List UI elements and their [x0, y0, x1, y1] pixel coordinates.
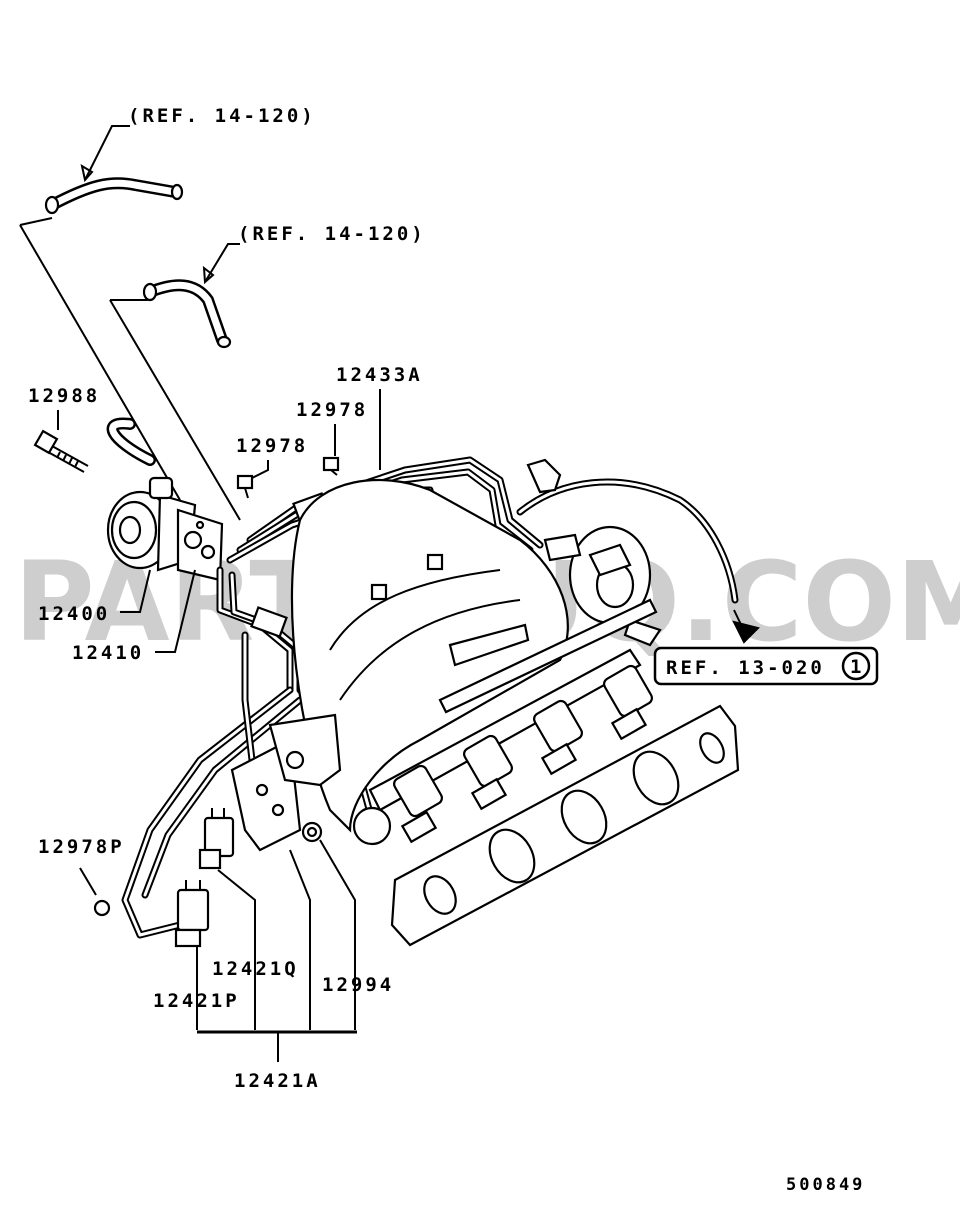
egr-gasket-12410 — [176, 508, 224, 582]
diagram-id: 500849 — [786, 1175, 865, 1195]
ref-label-13-020: REF. 13-020 — [666, 657, 825, 679]
label-12978-right[interactable]: 12978 — [296, 399, 368, 421]
intake-manifold-gasket-flange — [390, 704, 740, 947]
label-12978P[interactable]: 12978P — [38, 836, 125, 858]
screw-12978P — [79, 867, 111, 917]
nut-12994 — [301, 821, 323, 843]
ref-leader-top — [84, 125, 130, 181]
ref-leader-middle — [204, 243, 240, 283]
label-12994[interactable]: 12994 — [322, 974, 394, 996]
solenoid-12421P — [174, 880, 210, 948]
ref-label-14-120-top[interactable]: (REF. 14-120) — [128, 105, 316, 127]
vacuum-hose-to-ref-13-020 — [516, 458, 760, 644]
screw-12978-right — [322, 456, 340, 476]
leader-12994 — [319, 839, 356, 1030]
bolt-12988 — [33, 429, 89, 473]
fuel-rail-and-injectors — [352, 598, 658, 846]
throttle-body — [543, 525, 662, 647]
egr-valve-12400 — [106, 417, 197, 572]
label-12421P[interactable]: 12421P — [153, 990, 240, 1012]
screw-12978-left — [236, 474, 254, 499]
label-12421A[interactable]: 12421A — [234, 1070, 321, 1092]
vacuum-hose-middle — [142, 279, 232, 349]
ref-13-020-box[interactable]: REF. 13-020 1 — [653, 646, 879, 686]
solenoid-bracket — [230, 713, 342, 852]
ref-circle-number: 1 — [850, 656, 861, 678]
intake-manifold — [290, 478, 569, 833]
leader-12400 — [120, 569, 151, 613]
ref-label-14-120-middle[interactable]: (REF. 14-120) — [238, 223, 426, 245]
leader-12421Q — [217, 869, 256, 1030]
leader-12421A-bracket — [289, 849, 311, 1030]
leader-12410 — [155, 569, 196, 653]
hose-mid-route-line — [109, 299, 241, 521]
label-12433A[interactable]: 12433A — [336, 364, 423, 386]
label-12978-left[interactable]: 12978 — [236, 435, 308, 457]
label-12988[interactable]: 12988 — [28, 385, 100, 407]
label-12400[interactable]: 12400 — [38, 603, 110, 625]
label-12421Q[interactable]: 12421Q — [212, 958, 299, 980]
hose-top-route-line — [19, 217, 181, 501]
leader-12978-left — [251, 460, 269, 479]
solenoid-12421Q — [198, 808, 235, 870]
label-12410[interactable]: 12410 — [72, 642, 144, 664]
vacuum-hose-top — [44, 177, 184, 215]
ref-circle — [841, 651, 871, 681]
